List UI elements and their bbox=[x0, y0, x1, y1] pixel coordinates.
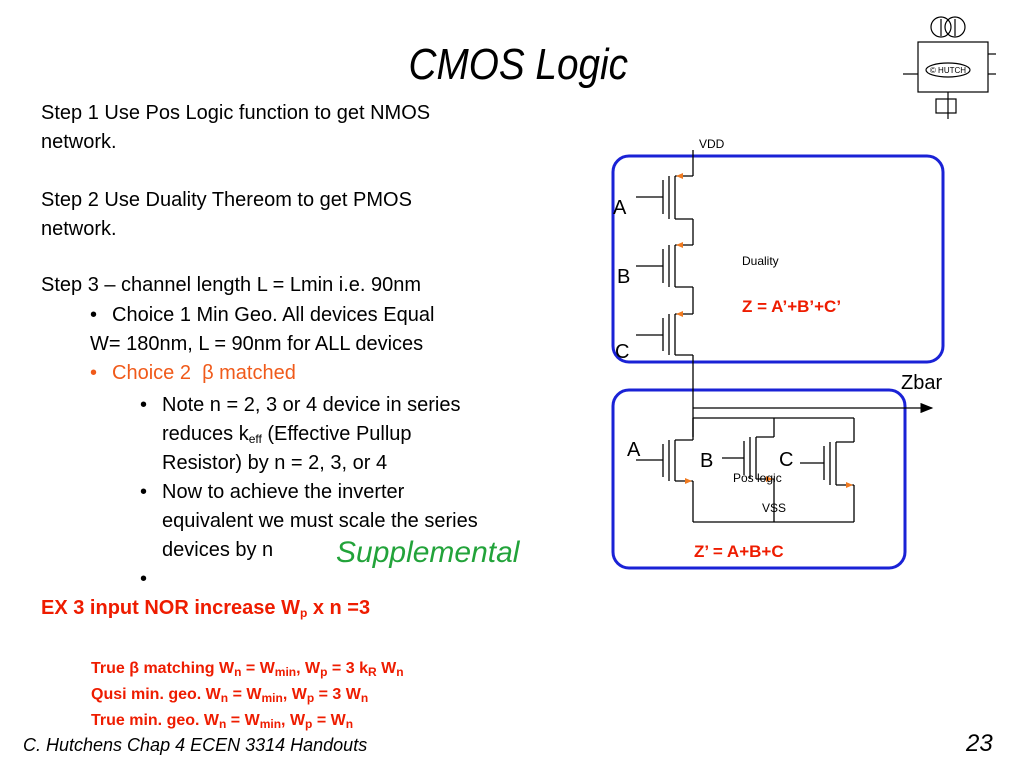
step2-line1: Step 2 Use Duality Thereom to get PMOS bbox=[41, 189, 412, 211]
step1-line1: Step 1 Use Pos Logic function to get NMO… bbox=[41, 102, 431, 124]
step3: Step 3 – channel length L = Lmin i.e. 90… bbox=[41, 274, 422, 296]
arrow-icon bbox=[676, 173, 683, 179]
bullet-icon: • bbox=[140, 394, 148, 416]
supplemental-label: Supplemental bbox=[336, 536, 520, 569]
pmos-network-box bbox=[611, 154, 945, 364]
nmos-network-box bbox=[611, 388, 907, 570]
nmos-equation: Z’ = A+B+C bbox=[694, 542, 784, 561]
arrow-icon bbox=[685, 478, 692, 484]
bullet-icon: • bbox=[90, 304, 98, 326]
true-beta-line: True β matching Wn = Wmin, Wp = 3 kR Wn bbox=[91, 660, 404, 679]
input-c-nmos: C bbox=[779, 449, 793, 471]
empty-bullet: • bbox=[140, 565, 580, 594]
input-c-pmos: C bbox=[615, 341, 629, 363]
note-bullet: • Note n = 2, 3 or 4 device in series re… bbox=[140, 391, 580, 478]
example-heading: EX 3 input NOR increase Wp x n =3 bbox=[41, 597, 371, 620]
choice1-line2: W= 180nm, L = 90nm for ALL devices bbox=[90, 333, 424, 355]
duality-label: Duality bbox=[742, 254, 779, 268]
step1-line2: network. bbox=[41, 131, 117, 153]
bullet-icon: • bbox=[90, 362, 98, 384]
vdd-label: VDD bbox=[699, 137, 725, 151]
footer-text: C. Hutchens Chap 4 ECEN 3314 Handouts bbox=[23, 735, 368, 755]
qusi-line: Qusi min. geo. Wn = Wmin, Wp = 3 Wn bbox=[91, 686, 369, 705]
bullet-icon: • bbox=[140, 481, 148, 503]
cmos-nor-circuit: VDD A B C Duality Z = A’+B’+C’ Zbar A B … bbox=[611, 137, 945, 570]
step2-line2: network. bbox=[41, 218, 117, 240]
vss-label: VSS bbox=[762, 501, 786, 515]
arrow-icon bbox=[676, 311, 683, 317]
input-b-pmos: B bbox=[617, 266, 630, 288]
pmos-equation: Z = A’+B’+C’ bbox=[742, 297, 841, 316]
hutch-logo: © HUTCH bbox=[903, 16, 996, 119]
input-b-nmos: B bbox=[700, 450, 713, 472]
slide-title: CMOS Logic bbox=[408, 40, 628, 89]
input-a-pmos: A bbox=[613, 197, 627, 219]
bullet-icon: • bbox=[140, 568, 148, 590]
arrow-icon bbox=[766, 476, 773, 482]
svg-text:© HUTCH: © HUTCH bbox=[930, 66, 966, 75]
page-number: 23 bbox=[966, 730, 993, 757]
choice2-line: •Choice 2 β matched bbox=[90, 359, 434, 388]
arrow-icon bbox=[846, 482, 853, 488]
input-a-nmos: A bbox=[627, 439, 641, 461]
now-bullet: • Now to achieve the inverter equivalent… bbox=[140, 478, 580, 565]
arrow-icon bbox=[676, 242, 683, 248]
pos-logic-label: Pos logic bbox=[733, 471, 782, 485]
true-min-line: True min. geo. Wn = Wmin, Wp = Wn bbox=[91, 712, 354, 731]
zbar-label: Zbar bbox=[901, 372, 942, 394]
choice1-line1: •Choice 1 Min Geo. All devices Equal bbox=[90, 301, 434, 330]
